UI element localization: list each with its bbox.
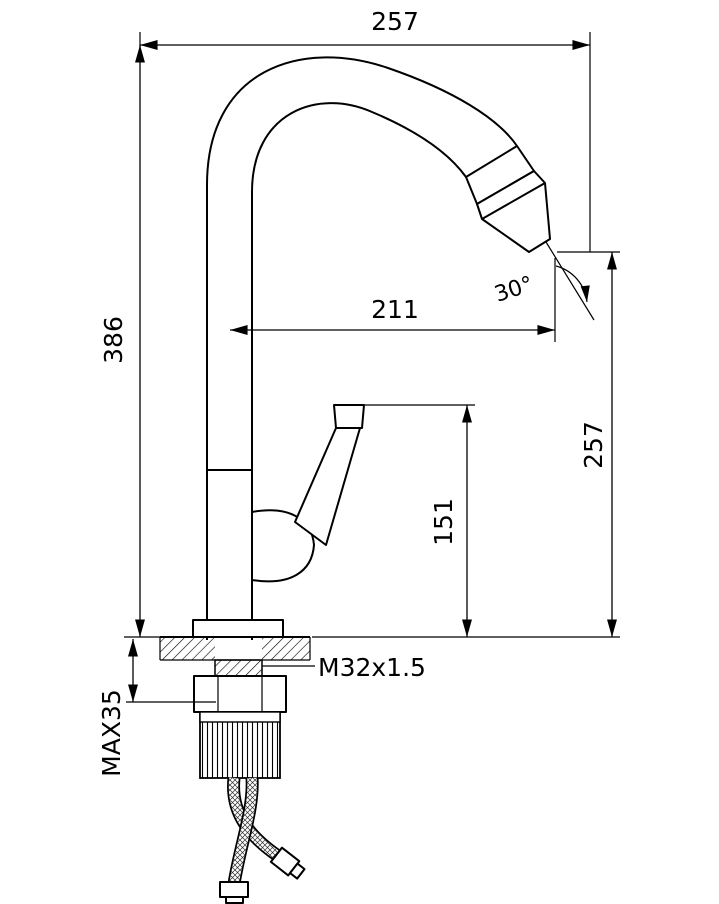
threaded-shank (214, 659, 263, 677)
label-spout-reach: 211 (371, 295, 419, 324)
angle-arc (555, 265, 590, 303)
spout-outer-curve (206, 56, 518, 640)
label-max-thickness: MAX35 (97, 689, 126, 777)
label-thread-spec: M32x1.5 (318, 653, 426, 682)
label-outlet-height: 257 (579, 421, 608, 469)
angle-reference-line (545, 241, 595, 321)
handle-lever-arm (294, 427, 361, 546)
counter-hatch-left (160, 637, 215, 660)
base-flange (192, 619, 284, 638)
knurled-nut-band (199, 711, 281, 723)
label-spout-angle: 30° (492, 272, 537, 308)
knurled-nut (199, 711, 281, 779)
hose-fitting-bottom (219, 881, 249, 904)
label-top-width: 257 (371, 7, 419, 36)
hex-lock-nut (193, 675, 287, 713)
handle-joint-cap (251, 509, 315, 583)
hose-bottom-braid (229, 777, 257, 885)
label-total-height: 386 (99, 316, 128, 364)
hose-fitting-right (269, 846, 306, 880)
counter-hatch-right (262, 637, 310, 660)
label-handle-height: 151 (429, 498, 458, 546)
handle-grip-top (333, 404, 365, 429)
spout-inner-curve (251, 102, 467, 640)
spray-head-ring-line (481, 182, 546, 220)
